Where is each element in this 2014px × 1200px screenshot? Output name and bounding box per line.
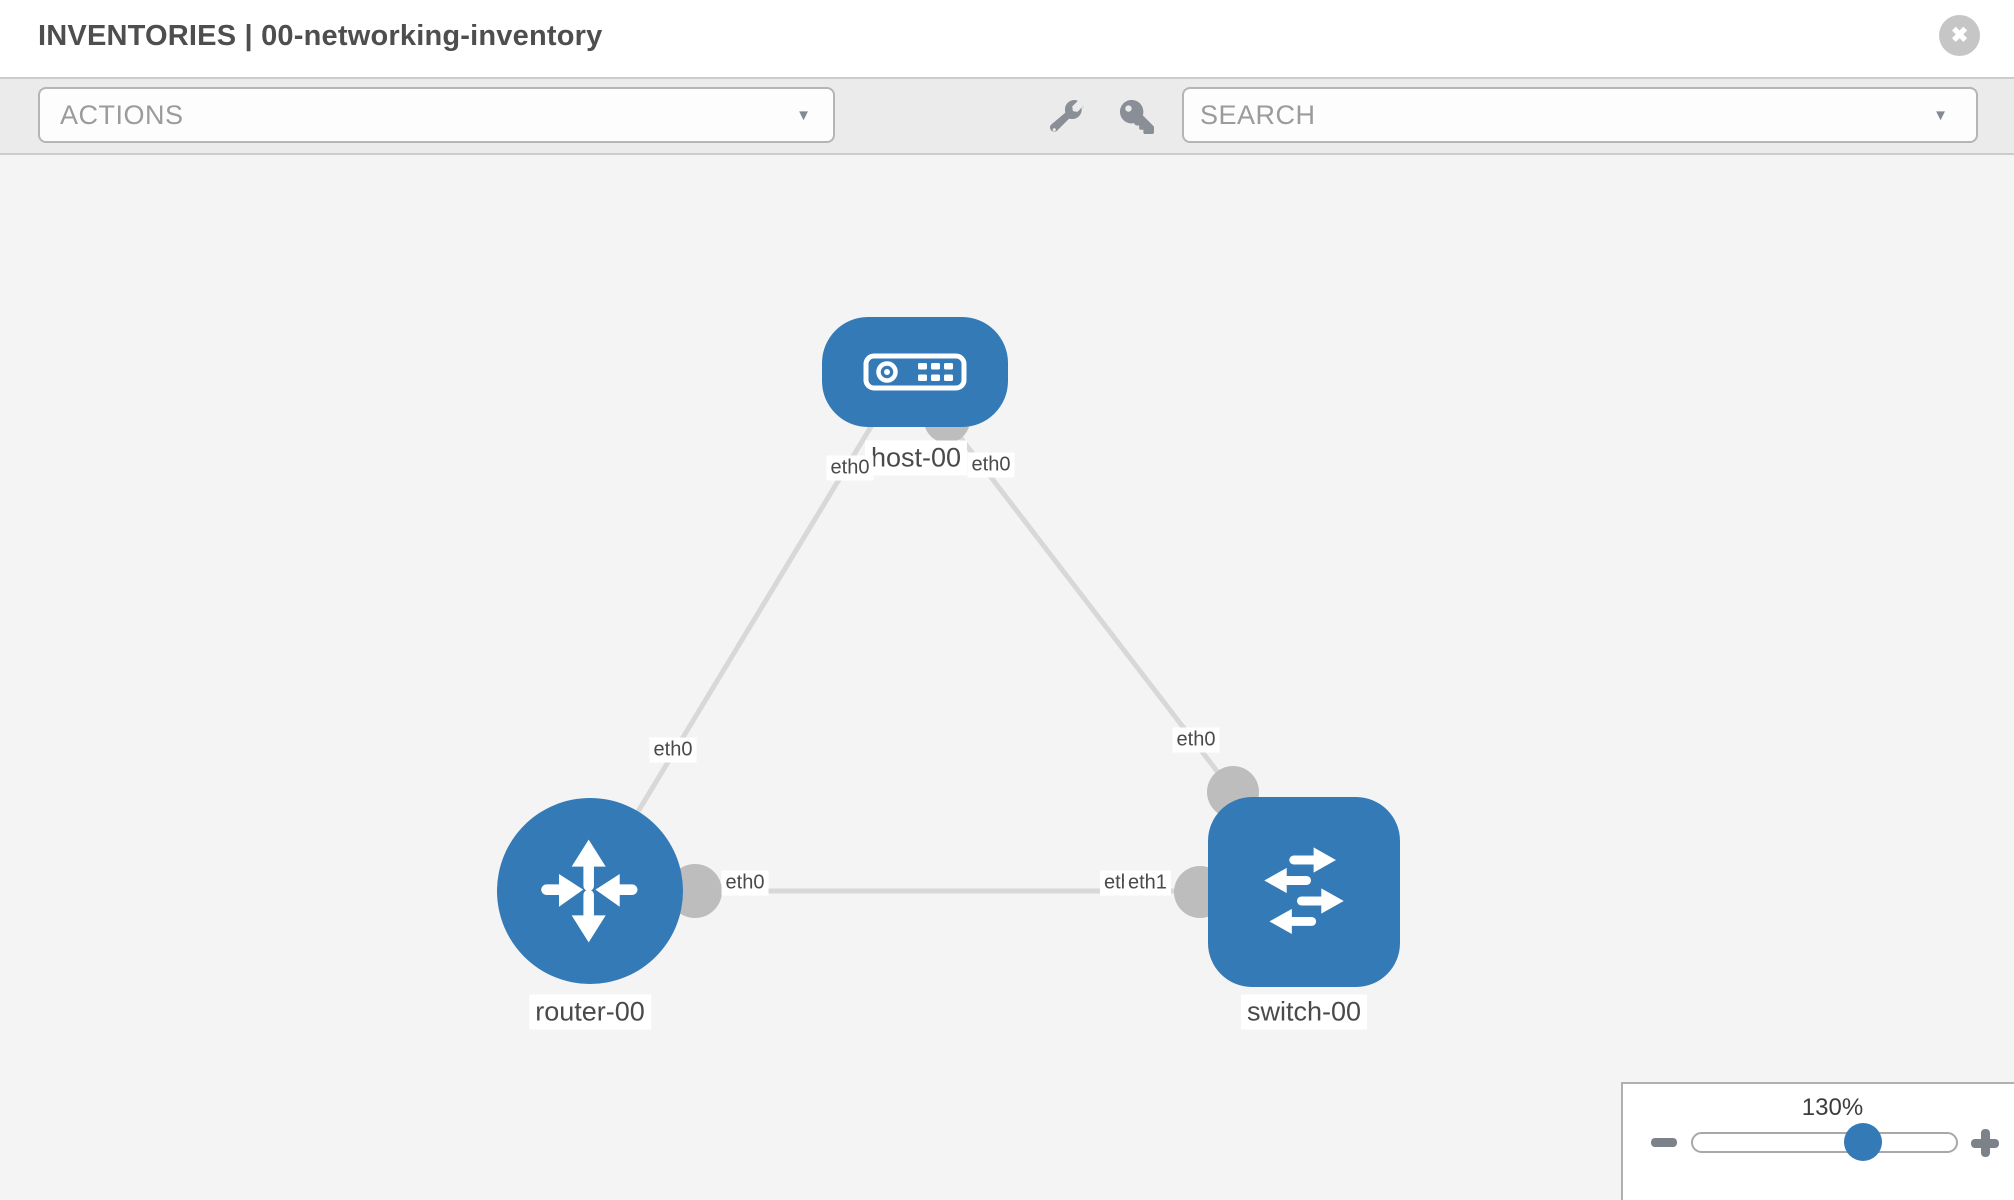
iface-label-horizontal-eth0: eth0 [721,870,769,896]
node-label-router: router-00 [529,994,651,1030]
zoom-level-value: 130% [1801,1094,1864,1121]
page-title: INVENTORIES | 00-networking-inventory [38,20,603,52]
iface-label-host-eth0-right: eth0 [967,452,1015,478]
topology-canvas[interactable]: host-00 router-00 switch-00 eth0 eth0 et… [0,155,2014,1200]
key-icon[interactable] [1120,100,1154,134]
node-host-00[interactable] [822,317,1008,427]
zoom-slider-track[interactable] [1691,1132,1958,1153]
close-icon[interactable]: ✖ [1939,15,1980,56]
host-icon [863,353,967,391]
actions-dropdown-label: ACTIONS [60,100,184,130]
inventory-header: INVENTORIES | 00-networking-inventory ✖ [0,0,2014,77]
iface-label-router-link-eth0: eth0 [649,737,697,763]
zoom-in-button[interactable] [1971,1129,1999,1157]
router-icon [541,839,638,943]
topology-toolbar: ACTIONS ▼ SEARCH ▼ [0,77,2014,155]
topology-links [587,418,1304,894]
iface-label-switch-eth1: eth1 [1124,870,1171,896]
chevron-down-icon: ▼ [796,107,811,124]
iface-label-switch-link-eth0: eth0 [1172,727,1220,753]
zoom-panel: 130% [1621,1082,2014,1200]
node-router-00[interactable] [497,798,683,984]
node-label-switch: switch-00 [1240,994,1368,1030]
wrench-icon[interactable] [1049,100,1084,134]
chevron-down-icon: ▼ [1933,107,1948,124]
actions-dropdown[interactable]: ACTIONS ▼ [38,87,835,143]
switch-icon [1264,847,1344,935]
node-switch-00[interactable] [1208,797,1400,987]
iface-label-host-eth0-left: eth0 [826,455,874,481]
zoom-out-button[interactable] [1651,1138,1677,1147]
search-dropdown[interactable]: SEARCH ▼ [1182,87,1978,143]
node-label-host: host-00 [864,440,968,476]
search-dropdown-label: SEARCH [1200,100,1316,130]
zoom-slider-thumb[interactable] [1844,1123,1882,1161]
